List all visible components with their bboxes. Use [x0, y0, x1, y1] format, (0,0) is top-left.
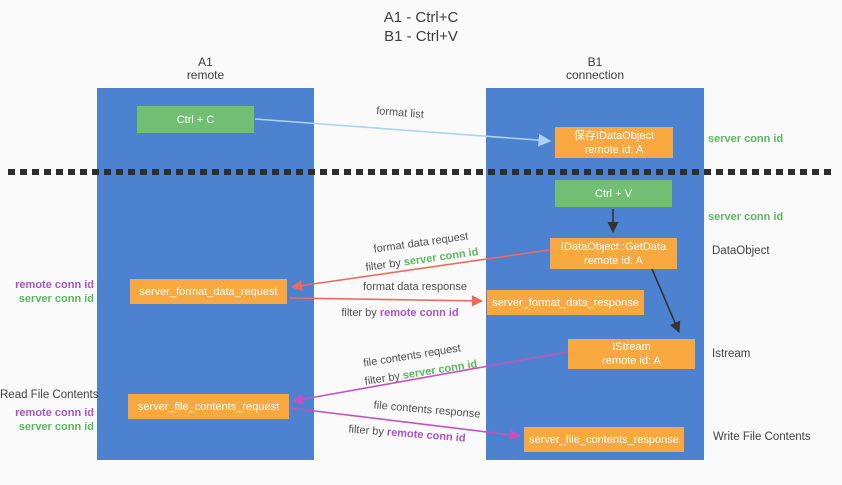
annotation-istream: Istream	[712, 348, 751, 360]
annotation-server-conn-id-top: server conn id	[708, 133, 784, 145]
node-server-format-data-response: server_format_data_response	[487, 290, 644, 315]
annotation-server-conn-id-2: server conn id	[18, 421, 94, 433]
annotation-format-conn-ids: remote conn id server conn id	[0, 278, 94, 306]
node-server-file-contents-response-label: server_file_contents_response	[529, 433, 679, 446]
annotation-read-file-contents: Read File Contents	[0, 389, 99, 401]
node-istream-line1: IStream	[612, 341, 651, 353]
node-ctrl-c: Ctrl + C	[137, 106, 254, 133]
remote-conn-id-text: remote conn id	[379, 307, 459, 319]
annotation-remote-conn-id-2: remote conn id	[15, 407, 94, 419]
lane-header-b1: B1 connection	[486, 56, 704, 82]
annotation-server-conn-id-mid: server conn id	[708, 211, 784, 223]
arrow-format-list	[254, 118, 552, 147]
title-line-2: B1 - Ctrl+V	[384, 28, 458, 45]
diagram-title: A1 - Ctrl+C B1 - Ctrl+V	[0, 8, 842, 46]
filter-by-text: filter by	[341, 307, 377, 319]
label-filter-by-remote-conn-id-1: filter by remote conn id	[341, 307, 458, 319]
annotation-remote-conn-id-1: remote conn id	[15, 279, 94, 291]
node-save-idataobject: 保存IDataObject remote id: A	[555, 127, 673, 158]
arrow-file-contents-response	[289, 407, 522, 441]
node-server-file-contents-request: server_file_contents_request	[128, 394, 289, 419]
lane-header-a1: A1 remote	[97, 56, 314, 82]
arrow-file-contents-request	[291, 351, 568, 405]
node-idataobject-getdata-line2: remote id: A	[584, 254, 643, 267]
arrow-format-data-response	[288, 295, 484, 307]
node-server-file-contents-response: server_file_contents_response	[524, 427, 684, 452]
session-divider-line	[8, 169, 834, 175]
node-ctrl-c-label: Ctrl + C	[176, 113, 215, 126]
node-idataobject-getdata: IDataObject::GetData remote id: A	[550, 238, 677, 269]
node-server-file-contents-request-label: server_file_contents_request	[137, 400, 280, 413]
node-ctrl-v-label: Ctrl + V	[595, 187, 632, 200]
arrow-getdata-to-istream	[651, 268, 681, 334]
node-save-idataobject-line1: 保存IDataObject	[573, 129, 655, 142]
node-server-format-data-response-label: server_format_data_response	[492, 296, 639, 309]
title-line-1: A1 - Ctrl+C	[383, 9, 459, 26]
lane-a1-name: A1	[198, 55, 213, 69]
node-istream-line2: remote id: A	[602, 355, 661, 367]
annotation-file-conn-ids: remote conn id server conn id	[0, 406, 94, 434]
node-server-format-data-request: server_format_data_request	[130, 279, 287, 304]
node-server-format-data-request-label: server_format_data_request	[139, 285, 278, 298]
annotation-dataobject: DataObject	[712, 245, 770, 257]
node-istream: IStream remote id: A	[568, 339, 695, 369]
node-idataobject-getdata-line1: IDataObject::GetData	[560, 240, 667, 253]
label-format-data-response: format data response	[363, 281, 467, 293]
node-ctrl-v: Ctrl + V	[555, 180, 672, 207]
lane-a1-subtitle: remote	[186, 68, 225, 82]
lane-b1-name: B1	[587, 55, 603, 69]
lane-b1-subtitle: connection	[565, 68, 625, 82]
annotation-server-conn-id-1: server conn id	[18, 293, 94, 305]
node-save-idataobject-line2: remote id: A	[584, 143, 644, 156]
arrow-format-data-request	[290, 249, 550, 292]
annotation-write-file-contents: Write File Contents	[713, 431, 811, 443]
